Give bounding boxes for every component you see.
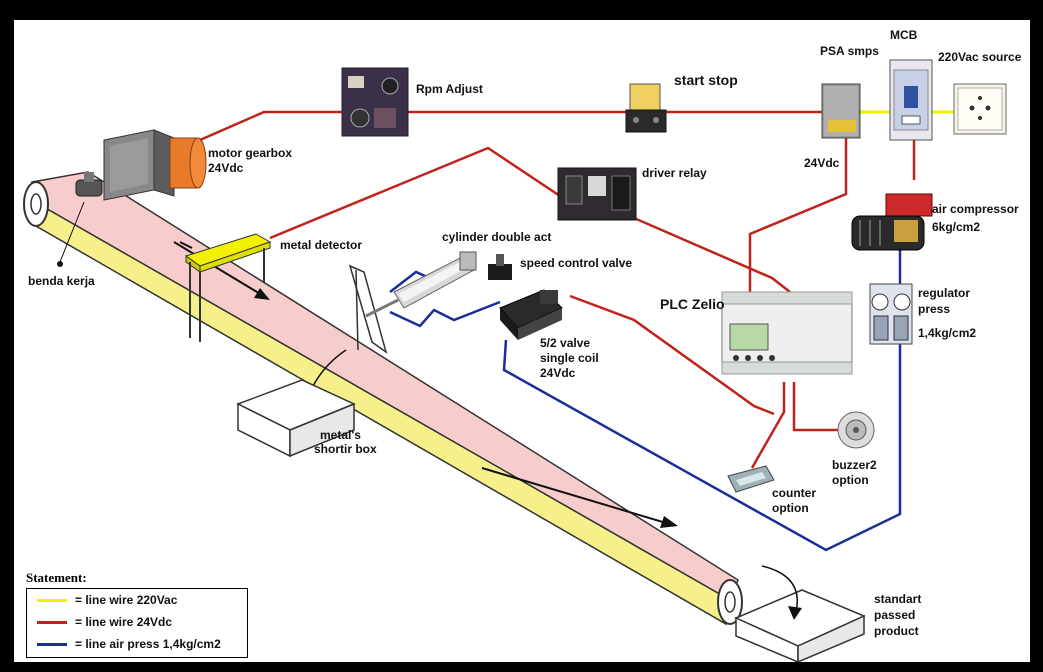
wiring-diagram xyxy=(14,20,1030,662)
air-compressor-label-2: 6kg/cm2 xyxy=(932,220,980,234)
passed-label-3: product xyxy=(874,624,919,638)
legend-label-220vac: = line wire 220Vac xyxy=(75,593,177,607)
legend-item-24vdc: = line wire 24Vdc xyxy=(33,613,247,633)
driver-relay-label: driver relay xyxy=(642,166,707,180)
legend-item-air: = line air press 1,4kg/cm2 xyxy=(33,635,247,655)
metal-box-label-1: metal's xyxy=(320,428,361,442)
start-stop-label: start stop xyxy=(674,72,738,88)
buzzer-label-2: option xyxy=(832,473,869,487)
valve-label-1: 5/2 valve xyxy=(540,336,590,350)
valve-label-3: 24Vdc xyxy=(540,366,575,380)
start-stop-relay xyxy=(626,84,666,132)
speed-control-valve xyxy=(488,254,512,280)
regulator-label-1: regulator xyxy=(918,286,970,300)
counter-label-2: option xyxy=(772,501,809,515)
cylinder-double-act xyxy=(366,252,476,316)
conveyor-belt xyxy=(24,172,742,624)
legend-swatch-air xyxy=(37,643,67,646)
psa-24vdc-label: 24Vdc xyxy=(804,156,839,170)
benda-kerja-label: benda kerja xyxy=(28,274,95,288)
legend-item-220vac: = line wire 220Vac xyxy=(33,591,247,611)
cylinder-label: cylinder double act xyxy=(442,230,551,244)
source-label: 220Vac source xyxy=(938,50,1021,64)
metal-box-label-2: shortir box xyxy=(314,442,377,456)
plc-label: PLC Zelio xyxy=(660,296,725,312)
legend-label-24vdc: = line wire 24Vdc xyxy=(75,615,172,629)
motor-label-1: motor gearbox xyxy=(208,146,292,160)
motor-gearbox xyxy=(104,130,206,200)
psa-label: PSA smps xyxy=(820,44,879,58)
buzzer-label-1: buzzer2 xyxy=(832,458,877,472)
buzzer xyxy=(838,412,874,448)
mcb xyxy=(890,60,932,140)
passed-label-1: standart xyxy=(874,592,921,606)
counter-label-1: counter xyxy=(772,486,816,500)
passed-label-2: passed xyxy=(874,608,915,622)
rpm-adjust-label: Rpm Adjust xyxy=(416,82,483,96)
driver-relay xyxy=(558,168,636,220)
valve-label-2: single coil xyxy=(540,351,599,365)
legend: Statement: = line wire 220Vac = line wir… xyxy=(24,568,252,660)
regulator-label-2: press xyxy=(918,302,950,316)
plc-zelio xyxy=(722,292,852,374)
legend-swatch-24vdc xyxy=(37,621,67,624)
motor-label-2: 24Vdc xyxy=(208,161,243,175)
passed-product-box xyxy=(736,566,864,662)
power-socket xyxy=(954,84,1006,134)
regulator-label-3: 1,4kg/cm2 xyxy=(918,326,976,340)
metal-detector-label: metal detector xyxy=(280,238,362,252)
legend-title: Statement: xyxy=(26,570,87,586)
counter xyxy=(728,466,774,492)
rpm-adjust-board xyxy=(342,68,408,136)
regulator xyxy=(870,284,912,344)
valve-5-2 xyxy=(500,290,562,340)
air-compressor xyxy=(852,194,932,250)
mcb-label: MCB xyxy=(890,28,917,42)
speed-valve-label: speed control valve xyxy=(520,256,632,270)
legend-swatch-220vac xyxy=(37,599,67,602)
diagram-canvas: MCB PSA smps 220Vac source Rpm Adjust st… xyxy=(14,20,1030,662)
legend-box: = line wire 220Vac = line wire 24Vdc = l… xyxy=(26,588,248,658)
legend-label-air: = line air press 1,4kg/cm2 xyxy=(75,637,221,651)
air-compressor-label-1: air compressor xyxy=(932,202,1019,216)
psa-smps xyxy=(822,84,860,138)
